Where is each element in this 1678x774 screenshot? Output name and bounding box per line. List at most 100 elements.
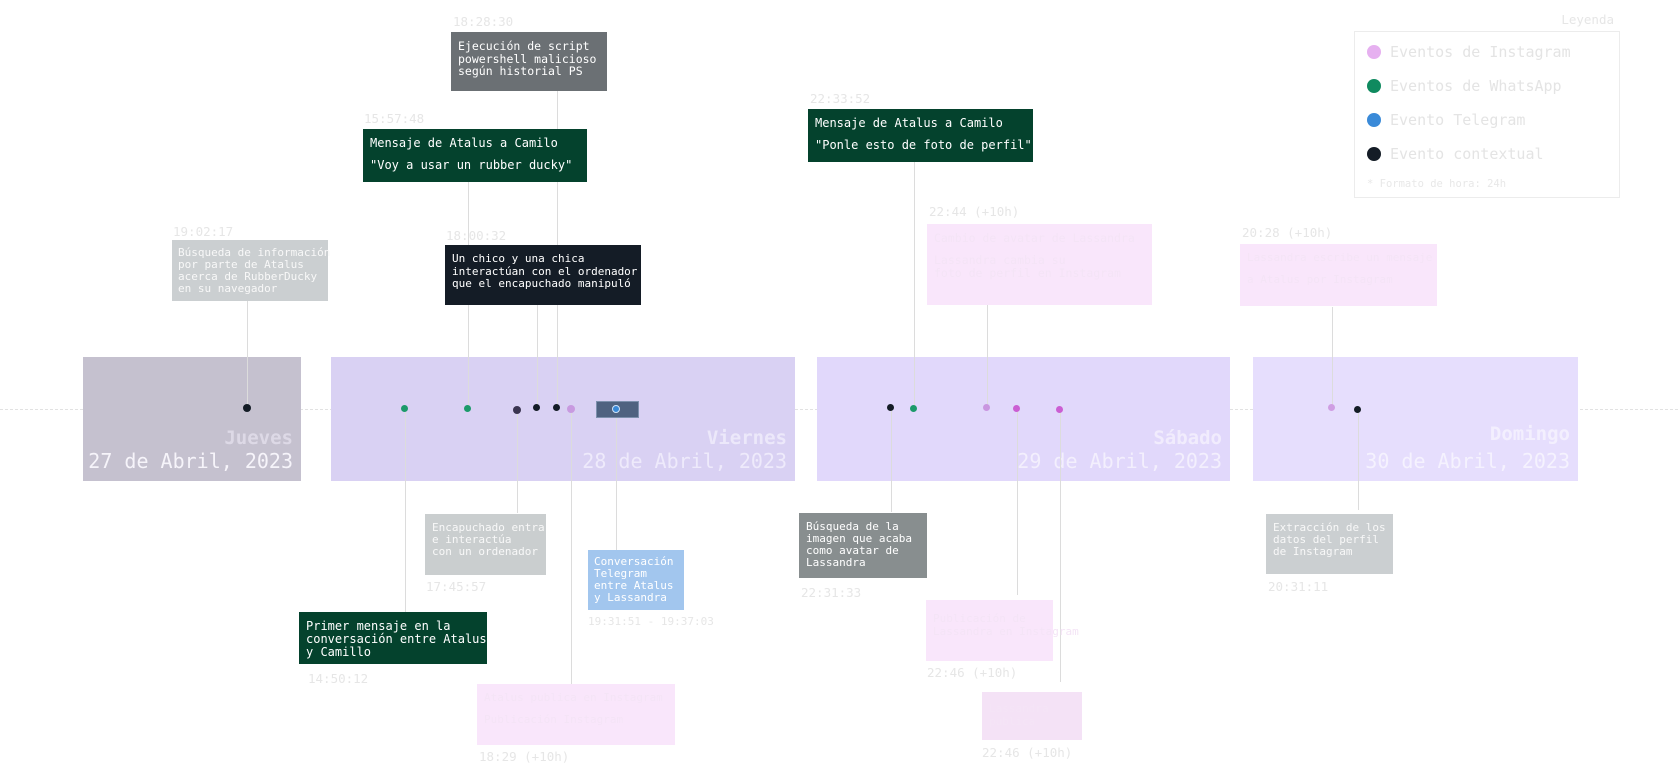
event-line: Atalus publica en Instagram bbox=[484, 691, 663, 704]
event-time: 15:57:48 bbox=[364, 111, 425, 126]
whatsapp-dot-icon bbox=[1367, 79, 1381, 93]
event-line: que el encapuchado manipuló bbox=[452, 277, 631, 290]
event-dot-contextual[interactable] bbox=[1354, 406, 1361, 413]
event-box-profile-photo-message[interactable]: Mensaje de Atalus a Camilo "Ponle esto d… bbox=[808, 109, 1033, 162]
telegram-dot-icon bbox=[1367, 113, 1381, 127]
event-dot-instagram[interactable] bbox=[1013, 405, 1020, 412]
event-line: Mensaje de Atalus a Camilo bbox=[370, 136, 558, 150]
legend: Eventos de Instagram Eventos de WhatsApp… bbox=[1354, 31, 1620, 198]
event-dot-whatsapp[interactable] bbox=[401, 405, 408, 412]
event-box-telegram-conversation[interactable]: Conversación Telegram entre Atalus y Las… bbox=[588, 550, 684, 610]
legend-item-whatsapp: Eventos de WhatsApp bbox=[1367, 76, 1562, 96]
event-time: 18:28:30 bbox=[453, 14, 514, 29]
event-box-instagram-message-to-atalus[interactable]: Lassandra escribe un mensaje a Atalus po… bbox=[1240, 244, 1437, 306]
event-line: Publicación Instagram bbox=[484, 712, 624, 726]
legend-label: Evento contextual bbox=[1390, 145, 1544, 163]
event-line: Encapuchado entra bbox=[432, 521, 545, 534]
event-box-couple-computer[interactable]: Un chico y una chica interactúan con el … bbox=[445, 245, 641, 305]
event-line: de Instagram bbox=[1273, 545, 1353, 558]
event-dot-instagram[interactable] bbox=[983, 404, 990, 411]
event-box-instagram-post-atalus[interactable]: Atalus publica en Instagram Publicación … bbox=[477, 684, 675, 745]
day-band-sunday: Domingo 30 de Abril, 2023 bbox=[1253, 357, 1578, 481]
event-line: datos del perfil bbox=[1273, 533, 1379, 546]
connector-line bbox=[1332, 307, 1333, 409]
event-line: acerca de RubberDucky bbox=[178, 270, 318, 283]
connector-line bbox=[537, 305, 538, 409]
event-line: a Atalus por Instagram bbox=[1247, 272, 1393, 286]
day-name: Viernes bbox=[706, 427, 787, 449]
event-dot-instagram[interactable] bbox=[1056, 406, 1063, 413]
event-line: Telegram bbox=[594, 567, 647, 580]
day-name: Jueves bbox=[224, 427, 293, 449]
event-box-hooded-enters[interactable]: Encapuchado entra e interactúa con un or… bbox=[425, 514, 546, 575]
legend-label: Eventos de WhatsApp bbox=[1390, 77, 1562, 95]
day-name: Domingo bbox=[1489, 423, 1570, 445]
event-time: 22:46 (+10h) bbox=[982, 745, 1073, 760]
event-line: Mensaje de Atalus a Camilo bbox=[815, 116, 1003, 130]
event-dot-whatsapp[interactable] bbox=[464, 405, 471, 412]
event-line: según historial PS bbox=[458, 64, 583, 78]
event-dot-contextual[interactable] bbox=[887, 404, 894, 411]
event-box-lassandra-post[interactable]: Publicación de Lassandra en Instagram bbox=[926, 600, 1079, 661]
event-time: 18:29 (+10h) bbox=[479, 749, 570, 764]
day-date: 29 de Abril, 2023 bbox=[1017, 449, 1222, 473]
event-time: 19:31:51 - 19:37:03 bbox=[588, 615, 714, 628]
event-dot-contextual[interactable] bbox=[243, 404, 251, 412]
event-box-instagram-data-extraction[interactable]: Extracción de los datos del perfil de In… bbox=[1266, 514, 1393, 574]
event-line: como avatar de bbox=[806, 544, 899, 557]
event-line: Lassandra bbox=[806, 556, 866, 569]
event-box-avatar-image-search[interactable]: Búsqueda de la imagen que acaba como ava… bbox=[799, 513, 927, 578]
event-line: Conversación bbox=[594, 555, 674, 568]
event-line: Búsqueda de información bbox=[178, 246, 331, 259]
day-date: 30 de Abril, 2023 bbox=[1365, 449, 1570, 473]
event-time: 22:31:33 bbox=[801, 585, 862, 600]
event-line: Ejecución de script bbox=[458, 39, 590, 53]
event-line: "Ponle esto de foto de perfil" bbox=[815, 137, 1032, 152]
day-name: Sábado bbox=[1153, 427, 1222, 449]
event-time: 19:02:17 bbox=[173, 224, 234, 239]
event-line: Lassandra cambia su bbox=[934, 253, 1066, 267]
event-time: 18:00:32 bbox=[446, 228, 507, 243]
legend-item-contextual: Evento contextual bbox=[1367, 144, 1544, 164]
connector-line bbox=[1358, 410, 1359, 510]
event-line: Lassandra escribe un mensaje bbox=[1247, 251, 1433, 264]
event-line: Búsqueda de la bbox=[806, 520, 899, 533]
legend-label: Eventos de Instagram bbox=[1390, 43, 1571, 61]
connector-line bbox=[1060, 410, 1061, 682]
event-dot-instagram[interactable] bbox=[1328, 404, 1335, 411]
event-line: por parte de Atalus bbox=[178, 258, 304, 271]
legend-footnote: * Formato de hora: 24h bbox=[1367, 178, 1507, 190]
event-dot-contextual[interactable] bbox=[513, 406, 521, 414]
event-dot-instagram[interactable] bbox=[567, 405, 575, 413]
event-box-powershell-script[interactable]: Ejecución de script powershell malicioso… bbox=[451, 32, 607, 91]
connector-line bbox=[1017, 410, 1018, 595]
event-dot-contextual[interactable] bbox=[553, 404, 560, 411]
event-line: interactúan con el ordenador bbox=[452, 264, 638, 278]
event-box-rubberducky-search[interactable]: Búsqueda de información por parte de Ata… bbox=[172, 240, 331, 301]
event-time: 20:28 (+10h) bbox=[1242, 225, 1333, 240]
event-line: y Camillo bbox=[306, 645, 372, 659]
event-box-avatar-change[interactable]: Cambio de avatar de Lassandra Lassandra … bbox=[927, 224, 1152, 305]
event-box-rubber-ducky-message[interactable]: Mensaje de Atalus a Camilo "Voy a usar u… bbox=[363, 129, 587, 182]
event-dot-whatsapp[interactable] bbox=[910, 405, 917, 412]
event-dot-contextual[interactable] bbox=[533, 404, 540, 411]
event-dot-telegram[interactable] bbox=[612, 405, 620, 413]
connector-line bbox=[517, 410, 518, 513]
day-band-saturday: Sábado 29 de Abril, 2023 bbox=[817, 357, 1230, 481]
connector-line bbox=[914, 162, 915, 409]
event-time: 22:46 (+10h) bbox=[927, 665, 1018, 680]
event-box-first-message[interactable]: Primer mensaje en la conversación entre … bbox=[299, 612, 487, 664]
event-line: entre Atalus bbox=[594, 579, 674, 592]
event-time: 22:44 (+10h) bbox=[929, 204, 1020, 219]
event-line: Extracción de los bbox=[1273, 521, 1386, 534]
connector-line bbox=[247, 301, 248, 409]
event-line: conversación entre Atalus bbox=[306, 632, 487, 646]
legend-item-telegram: Evento Telegram bbox=[1367, 110, 1525, 130]
day-band-friday: Viernes 28 de Abril, 2023 bbox=[331, 357, 795, 481]
day-date: 27 de Abril, 2023 bbox=[88, 449, 293, 473]
event-box-lassandra-publishes[interactable]: Lassandra publica bbox=[982, 692, 1082, 740]
connector-line bbox=[891, 410, 892, 512]
event-time: 14:50:12 bbox=[308, 671, 369, 686]
event-line: Publicación de bbox=[933, 612, 1026, 625]
event-line: powershell malicioso bbox=[458, 51, 597, 66]
